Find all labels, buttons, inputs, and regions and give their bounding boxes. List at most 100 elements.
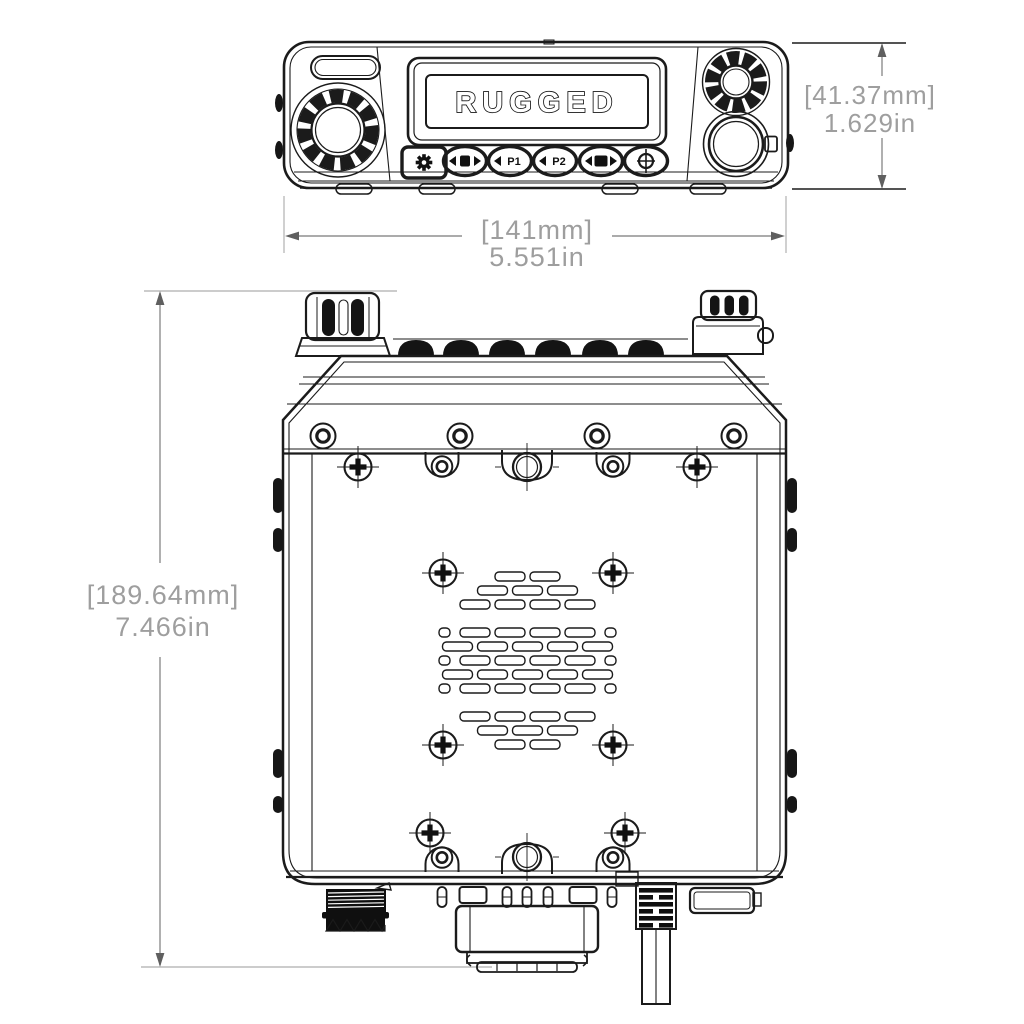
vent-slot: [581, 641, 614, 652]
arrow-up-icon: [877, 43, 887, 57]
vent-slot: [459, 711, 491, 722]
vent-grid: [438, 571, 617, 750]
vent-slot: [494, 571, 526, 582]
width-dimension: [141mm] 5.551in: [283, 196, 787, 272]
brand-text: RUGGED: [455, 87, 618, 119]
vent-slot: [441, 669, 474, 680]
vent-slot: [494, 655, 526, 666]
top-body-inner: [288, 361, 781, 879]
antenna-connector: [322, 882, 392, 933]
p1-button: P1: [486, 144, 534, 178]
p2-label: P2: [552, 156, 565, 168]
vent-slot: [529, 571, 561, 582]
vent-slot: [476, 641, 509, 652]
vent-slot: [438, 683, 451, 694]
settings-button: [400, 145, 448, 180]
vent-slot: [494, 683, 526, 694]
led-slot: [310, 55, 381, 80]
top-view: [273, 289, 797, 1005]
vent-slot: [511, 725, 544, 736]
arrow-down-icon: [155, 953, 165, 967]
p1-arrows-icon: [494, 156, 501, 166]
vent-slot: [564, 655, 596, 666]
vent-slot: [529, 683, 561, 694]
vent-slot: [604, 627, 617, 638]
vent-slot: [546, 585, 579, 596]
vent-slot: [529, 599, 561, 610]
front-buttons: P1 P2: [400, 144, 670, 180]
knob-loop: [757, 327, 774, 344]
height-dimension: [41.37mm] 1.629in: [792, 42, 936, 190]
menu-button: [441, 144, 489, 178]
volume-knob: [290, 82, 386, 178]
vent-slot: [604, 683, 617, 694]
width-metric-label: [141mm]: [481, 215, 593, 245]
vent-slot: [494, 739, 526, 750]
vent-slot: [511, 669, 544, 680]
side-clip: [275, 141, 283, 159]
front-feet: [300, 183, 772, 195]
vent-slot: [511, 585, 544, 596]
accessory-connector: [454, 886, 600, 973]
vent-slot: [494, 599, 526, 610]
depth-imperial-label: 7.466in: [115, 612, 211, 642]
arrow-right-icon: [771, 231, 785, 241]
display-panel: RUGGED: [406, 56, 668, 147]
depth-dimension: [189.64mm] 7.466in: [87, 290, 492, 968]
arrow-left-icon: [285, 231, 299, 241]
squelch-knob: [702, 110, 778, 178]
vent-slot: [546, 725, 579, 736]
vent-slot: [476, 669, 509, 680]
mounting-screws: [308, 421, 749, 883]
vent-slot: [459, 683, 491, 694]
vent-slot: [476, 585, 509, 596]
vent-slot: [581, 669, 614, 680]
vent-slot: [529, 711, 561, 722]
vent-slot: [546, 669, 579, 680]
p2-button: P2: [531, 144, 579, 178]
vent-slot: [511, 641, 544, 652]
vent-slot: [529, 655, 561, 666]
vent-slot: [459, 655, 491, 666]
p1-label: P1: [507, 156, 520, 168]
vent-slot: [564, 711, 596, 722]
vent-slot: [438, 655, 451, 666]
channel-knob: [701, 47, 771, 117]
p2-arrows-icon: [539, 156, 546, 166]
width-imperial-label: 5.551in: [489, 242, 585, 272]
power-cable: [615, 871, 677, 1005]
vent-slot: [604, 655, 617, 666]
top-button-bumps: [393, 338, 688, 356]
speaker-connector: [688, 886, 762, 915]
scan-button: [622, 144, 670, 178]
vent-slot: [494, 627, 526, 638]
vent-slot: [546, 641, 579, 652]
front-body-inner: [289, 46, 783, 184]
top-body-outline: [281, 354, 788, 886]
target-icon: [637, 149, 655, 173]
vent-slot: [564, 683, 596, 694]
height-metric-label: [41.37mm]: [804, 80, 936, 110]
menu-arrows-icon: [449, 155, 481, 167]
vent-slot: [438, 627, 451, 638]
arrow-down-icon: [877, 175, 887, 189]
top-left-knob: [294, 291, 392, 357]
front-view: RUGGED: [275, 39, 794, 195]
vent-slot: [494, 711, 526, 722]
band-arrows-icon: [585, 155, 617, 167]
vent-slot: [476, 725, 509, 736]
gear-icon: [415, 154, 433, 171]
side-clip: [786, 134, 794, 152]
band-button: [577, 144, 625, 178]
vent-slot: [529, 739, 561, 750]
vent-slot: [441, 641, 474, 652]
vent-slot: [459, 599, 491, 610]
side-clip: [275, 94, 283, 112]
height-imperial-label: 1.629in: [824, 108, 916, 138]
side-clips: [273, 478, 797, 813]
depth-metric-label: [189.64mm]: [87, 580, 240, 610]
vent-slot: [564, 599, 596, 610]
vent-slot: [529, 627, 561, 638]
vent-slot: [564, 627, 596, 638]
